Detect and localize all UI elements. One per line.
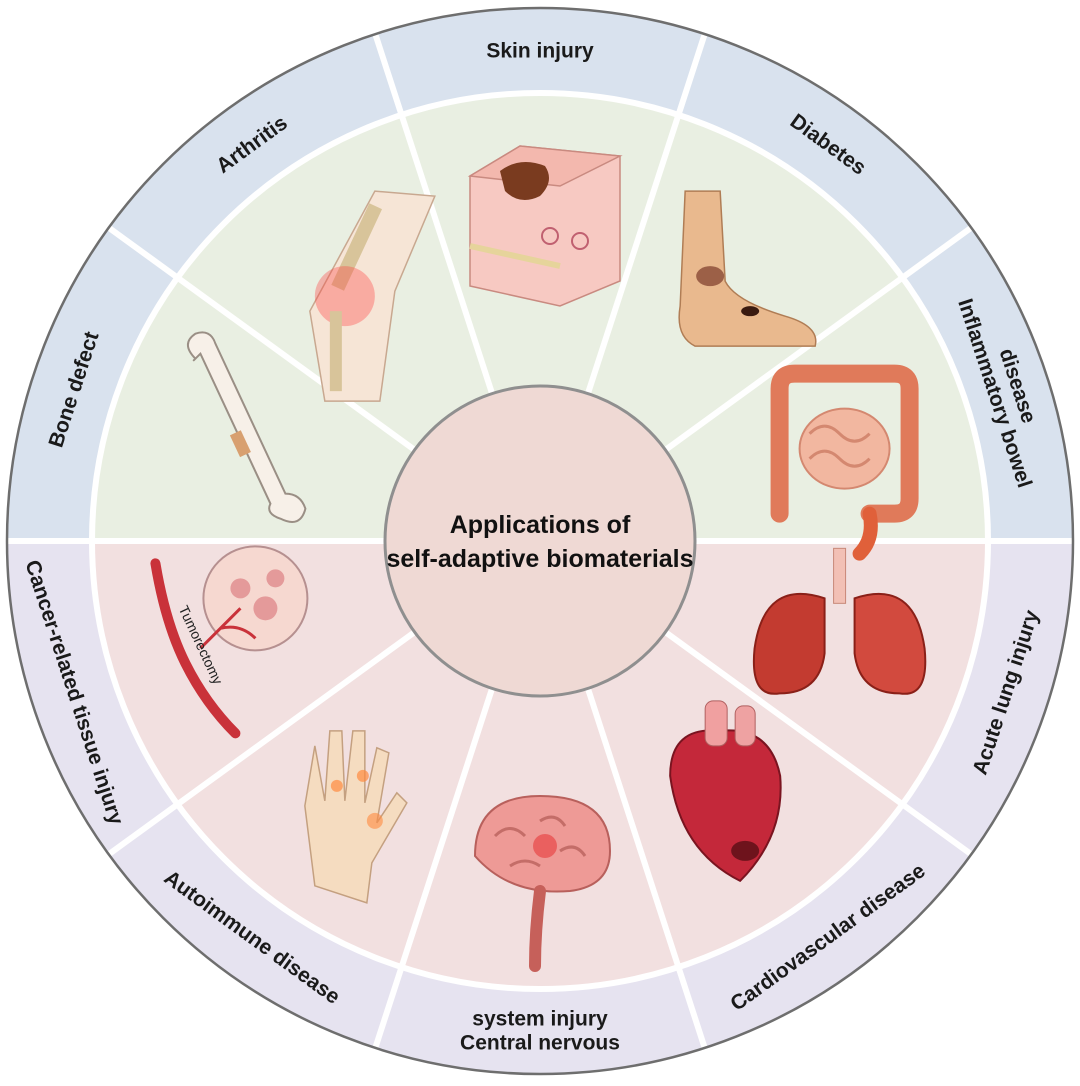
bottom-outer-ring xyxy=(7,541,1073,1074)
top-outer-ring xyxy=(7,8,1073,541)
segment-divider xyxy=(372,687,495,1049)
skin-layers-illustration xyxy=(467,145,623,307)
hand-illustration xyxy=(304,730,408,904)
knee-illustration xyxy=(309,190,436,402)
segment-divider xyxy=(663,629,973,857)
segment-divider xyxy=(663,225,973,453)
tumor-vessel-illustration: Tumorectomy xyxy=(150,545,309,739)
outer-border xyxy=(5,6,1075,1076)
lungs-illustration xyxy=(752,547,927,695)
segment-label: Skin injury xyxy=(486,40,594,63)
bone-illustration xyxy=(186,331,307,523)
center-title-line1: Applications of xyxy=(450,511,631,539)
diabetic-foot-illustration xyxy=(678,190,817,347)
center-title-line2: self-adaptive biomaterials xyxy=(386,545,693,573)
illustration-layer: Tumorectomy xyxy=(150,145,927,972)
segment-divider xyxy=(585,33,708,395)
center-circle xyxy=(383,384,697,698)
intestine-illustration xyxy=(770,364,919,561)
brain-illustration xyxy=(473,794,612,972)
segment-divider xyxy=(372,33,495,395)
segment-divider xyxy=(107,225,417,453)
segment-divider xyxy=(585,687,708,1049)
segment-label: Central nervous xyxy=(460,1032,620,1055)
segment-label: system injury xyxy=(472,1008,608,1031)
top-inner-field xyxy=(92,93,988,541)
heart-illustration xyxy=(669,700,782,883)
segment-divider xyxy=(107,629,417,857)
